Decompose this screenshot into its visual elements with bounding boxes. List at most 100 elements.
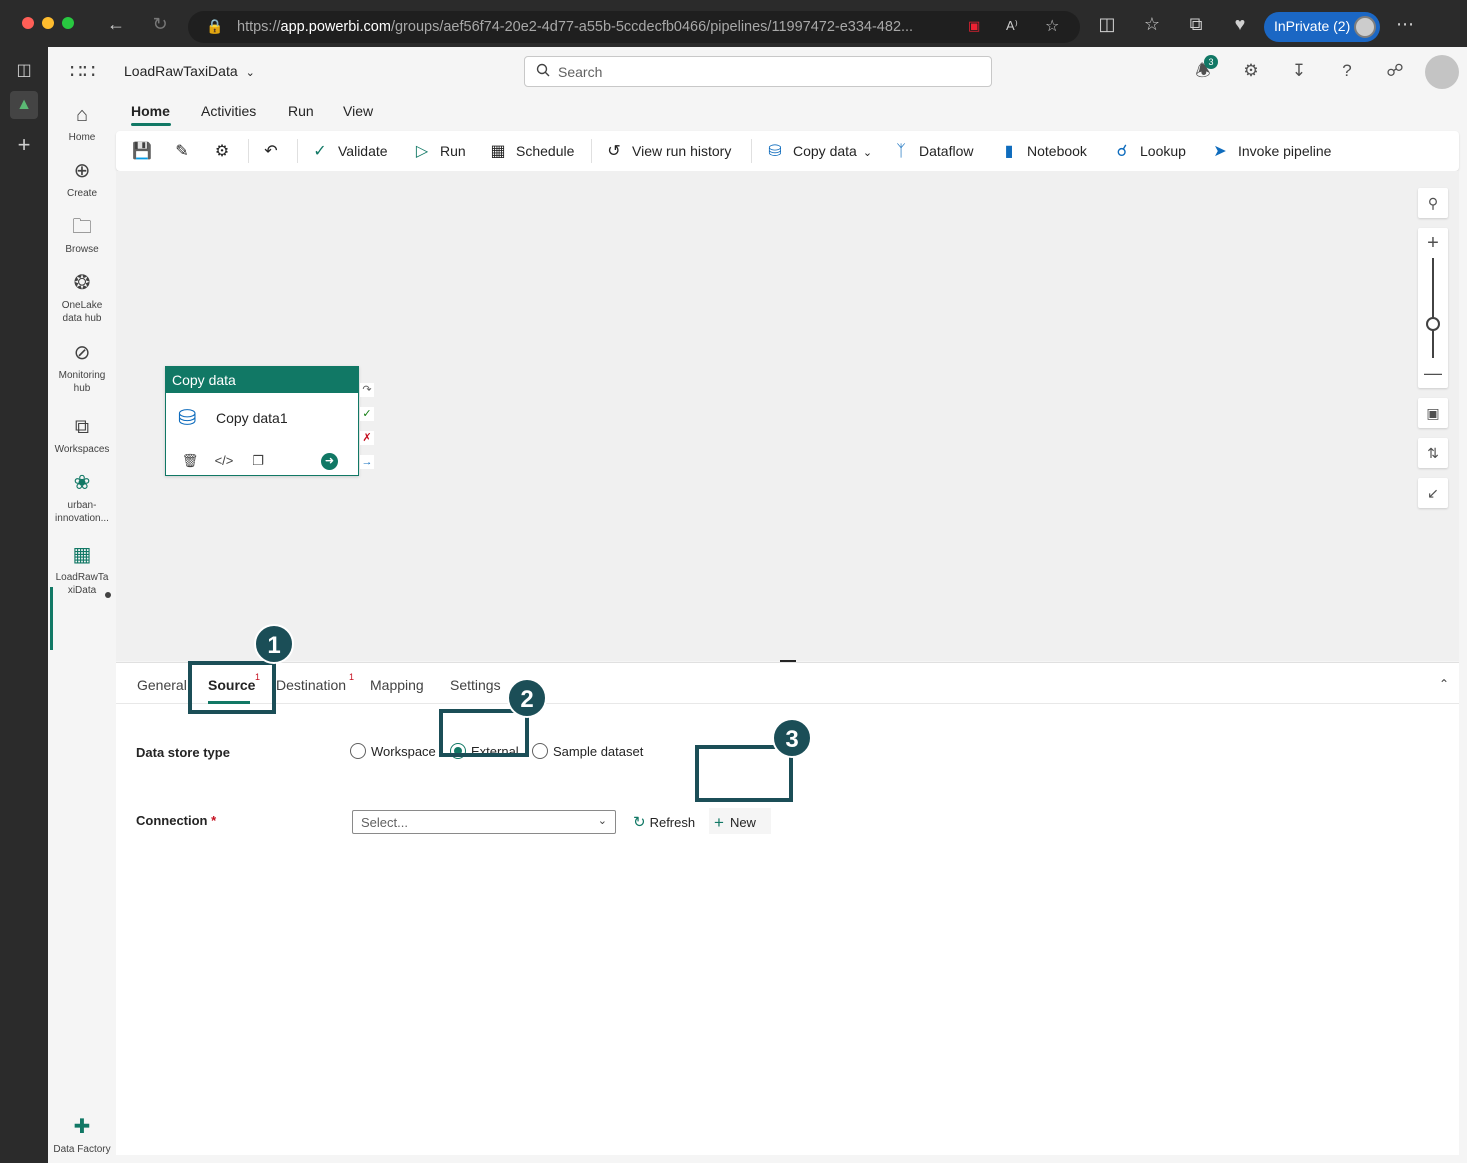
address-bar[interactable]: 🔒 https://app.powerbi.com/groups/aef56f7… [188,11,1080,43]
tab-view[interactable]: View [343,103,374,119]
arrow-right-icon[interactable]: ➜ [321,453,338,470]
read-aloud-icon[interactable]: A⁾ [1006,18,1018,33]
feedback-icon[interactable]: ☍ [1386,61,1404,80]
tracking-icon[interactable]: ▣ [968,18,981,33]
tab-home[interactable]: Home [131,103,170,119]
maximize-window-button[interactable] [62,17,74,29]
home-icon: ⌂ [75,104,89,126]
rail-item-data-factory[interactable]: ✚Data Factory [48,1115,116,1156]
reload-icon[interactable]: ↻ [152,14,168,34]
active-tab-icon[interactable]: ▲ [10,91,38,119]
tab-run[interactable]: Run [288,103,314,119]
delete-icon[interactable]: 🗑 [181,453,199,468]
rail-item-onelake[interactable]: ❂OneLake data hub [48,271,116,325]
back-icon[interactable]: ← [107,14,125,34]
activity-name: Copy data1 [216,410,288,426]
zoom-slider-thumb[interactable] [1426,317,1440,331]
gear-icon[interactable]: ⚙ [1243,61,1259,80]
tab-actions-icon[interactable]: ◫ [16,62,32,79]
rail-item-label: Monitoring hub [58,370,106,394]
fit-to-screen-button[interactable]: ▣ [1418,398,1448,428]
on-success-port[interactable]: ✓ [360,407,374,421]
on-completion-port[interactable]: → [360,455,374,469]
tab-destination[interactable]: Destination [276,677,347,693]
tab-settings[interactable]: Settings [450,677,501,693]
refresh-button[interactable]: ↻Refresh [633,813,695,831]
zoom-in-icon[interactable]: + [1427,232,1439,254]
rail-item-loadrawtaxidata[interactable]: ▦LoadRawTaxiData [48,543,116,597]
activity-actions: 🗑 </> ❐ ➜ [166,447,358,475]
invoke-pipeline-button[interactable]: ➤Invoke pipeline [1210,131,1331,171]
close-window-button[interactable] [22,17,34,29]
favorites-icon[interactable]: ☆ [1143,14,1161,34]
on-fail-port[interactable]: ✗ [360,431,374,445]
zoom-out-icon[interactable]: — [1424,363,1442,383]
dataflow-icon: ᛉ [896,143,906,161]
item-title[interactable]: LoadRawTaxiData⌄ [124,63,255,79]
help-icon[interactable]: ? [1342,61,1352,80]
favorite-star-icon[interactable]: ☆ [1045,18,1060,35]
fabric-app: ∷∷ LoadRawTaxiData⌄ Search 🕭 3 ⚙ ↧ ? ☍ ⌂… [48,47,1467,1163]
run-button[interactable]: ▷Run [412,131,466,171]
connection-label-text: Connection [136,813,208,828]
schedule-button[interactable]: ▦Schedule [488,131,574,171]
new-tab-icon[interactable]: + [17,132,31,157]
search-placeholder: Search [558,64,603,80]
destination-error-badge: 1 [349,672,355,682]
validate-button[interactable]: ✓Validate [310,131,387,171]
new-connection-button[interactable]: +New [709,808,771,834]
search-icon [536,63,550,77]
save-button[interactable]: 💾 [132,131,160,171]
view-run-history-button[interactable]: ↺View run history [604,131,731,171]
notebook-icon: ▮ [1004,143,1014,161]
rail-item-label: Workspaces [54,444,110,455]
rail-item-home[interactable]: ⌂Home [48,103,116,144]
rail-item-workspaces[interactable]: ⧉Workspaces [48,415,116,456]
copy-data-activity[interactable]: Copy data ⛁ Copy data1 🗑 </> ❐ ➜ [165,366,359,476]
search-box[interactable]: Search [524,56,992,87]
lookup-button[interactable]: ☌Lookup [1112,131,1186,171]
copy-data-button[interactable]: ⛁Copy data⌄ [765,131,872,171]
code-icon[interactable]: </> [214,453,234,468]
radio-sample-dataset[interactable]: Sample dataset [532,743,643,759]
collections-icon[interactable]: ⧉ [1189,14,1203,34]
split-screen-icon[interactable]: ◫ [1098,14,1116,34]
rail-item-urban-innovation[interactable]: ❀urban-innovation... [48,471,116,525]
pipeline-canvas[interactable]: Copy data ⛁ Copy data1 🗑 </> ❐ ➜ ↷ ✓ ✗ →… [116,171,1459,661]
radio-sample-label: Sample dataset [553,744,644,759]
minimize-window-button[interactable] [42,17,54,29]
download-icon[interactable]: ↧ [1291,61,1307,80]
connection-select[interactable]: Select... ⌄ [352,810,616,834]
step-3-highlight [695,745,793,802]
collapse-canvas-button[interactable]: ↙ [1418,478,1448,508]
app-launcher-icon[interactable]: ∷∷ [70,61,96,83]
tab-mapping[interactable]: Mapping [370,677,424,693]
browser-essentials-icon[interactable]: ♥ [1234,14,1246,34]
rail-item-create[interactable]: ⊕Create [48,159,116,200]
inprivate-badge[interactable]: InPrivate (2) [1264,12,1380,42]
tab-source[interactable]: Source [208,677,256,693]
lock-icon: 🔒 [206,18,224,34]
on-skip-port[interactable]: ↷ [360,383,374,397]
copy-icon[interactable]: ❐ [252,453,264,468]
save-as-button[interactable]: ✎ [172,131,200,171]
chevron-up-icon[interactable]: ⌃ [1438,677,1449,691]
radio-workspace[interactable]: Workspace [350,743,436,759]
tab-activities[interactable]: Activities [201,103,257,119]
rail-item-browse[interactable]: 🗀Browse [48,215,116,256]
rail-item-monitoring[interactable]: ⊘Monitoring hub [48,341,116,395]
panel-resize-handle[interactable] [780,660,796,662]
search-icon: ⚲ [1427,195,1439,211]
tab-general[interactable]: General [137,677,187,693]
profile-avatar [1354,16,1376,38]
settings-button[interactable]: ⚙ [212,131,240,171]
notebook-button[interactable]: ▮Notebook [999,131,1087,171]
find-button[interactable]: ⚲ [1418,188,1448,218]
zoom-control: + — [1418,228,1448,388]
undo-button[interactable]: ↶ [261,131,289,171]
user-avatar[interactable] [1425,55,1459,89]
inprivate-label: InPrivate (2) [1274,18,1351,34]
auto-align-button[interactable]: ⇅ [1418,438,1448,468]
more-menu-icon[interactable]: ⋯ [1396,14,1414,34]
